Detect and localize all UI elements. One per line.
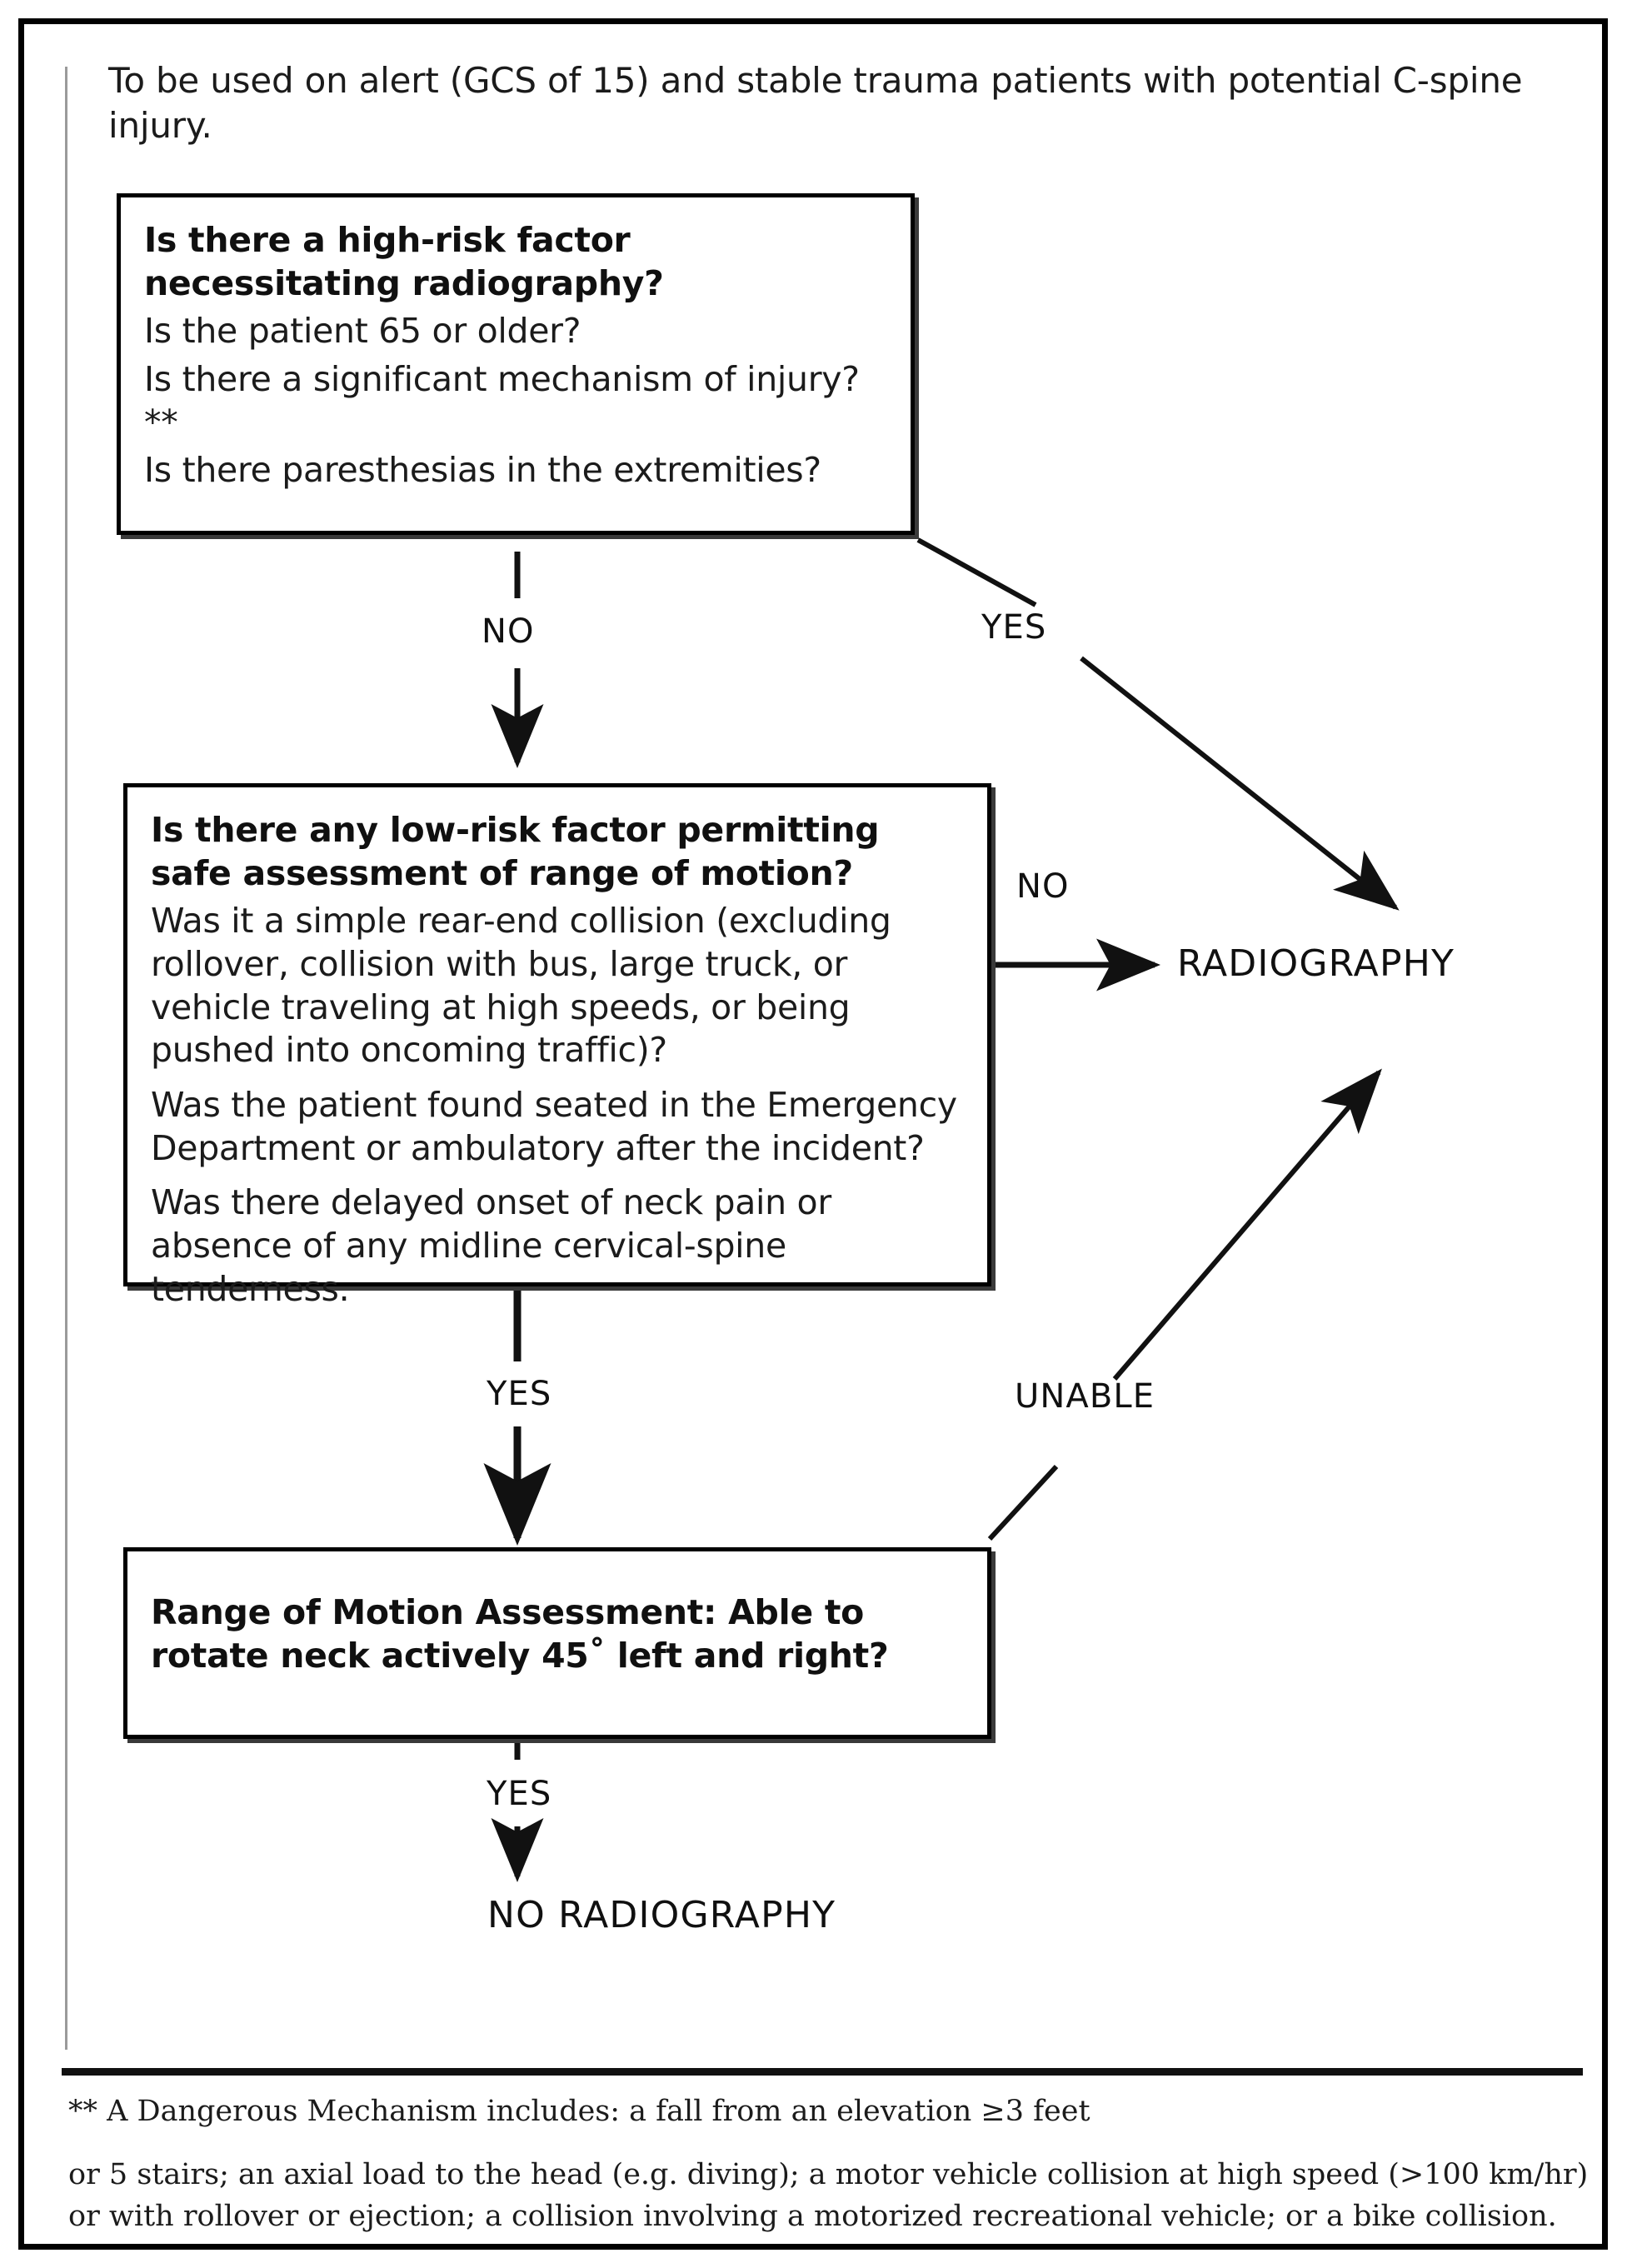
high-risk-criterion-1: Is the patient 65 or older? bbox=[144, 311, 581, 352]
range-of-motion-title: Range of Motion Assessment: Able to rota… bbox=[151, 1592, 889, 1676]
decision-box-range-of-motion[interactable]: Range of Motion Assessment: Able to rota… bbox=[123, 1547, 991, 1739]
low-risk-criterion-1: Was it a simple rear-end collision (excl… bbox=[151, 901, 891, 1071]
decision-box-low-risk[interactable]: Is there any low-risk factor permitting … bbox=[123, 783, 991, 1309]
page-border bbox=[18, 18, 1608, 2250]
footnote-divider bbox=[62, 2068, 1583, 2076]
edge-label-low-risk-yes: YES bbox=[487, 1375, 552, 1413]
footnote-line-1: ** A Dangerous Mechanism includes: a fal… bbox=[68, 2095, 1090, 2128]
edge-label-low-risk-no: NO bbox=[1016, 867, 1070, 906]
edge-label-rom-yes: YES bbox=[487, 1775, 552, 1813]
decision-box-high-risk[interactable]: Is there a high-risk factor necessitatin… bbox=[117, 193, 915, 535]
low-risk-criterion-3: Was there delayed onset of neck pain or … bbox=[151, 1182, 831, 1309]
terminal-radiography: RADIOGRAPHY bbox=[1177, 942, 1455, 985]
left-gutter-rule bbox=[65, 67, 67, 2050]
high-risk-criterion-3: Is there paresthesias in the extremities… bbox=[144, 450, 821, 491]
decision-box-range-of-motion-content: Range of Motion Assessment: Able to rota… bbox=[127, 1551, 987, 1696]
low-risk-title: Is there any low-risk factor permitting … bbox=[151, 810, 880, 893]
edge-label-rom-unable: UNABLE bbox=[1015, 1377, 1155, 1416]
decision-box-low-risk-content: Is there any low-risk factor permitting … bbox=[127, 787, 987, 1326]
high-risk-criterion-2: Is there a significant mechanism of inju… bbox=[144, 358, 860, 442]
low-risk-criterion-2: Was the patient found seated in the Emer… bbox=[151, 1084, 957, 1168]
edge-label-high-risk-no: NO bbox=[482, 612, 535, 651]
footnote-line-2: or 5 stairs; an axial load to the head (… bbox=[68, 2158, 1589, 2233]
high-risk-title: Is there a high-risk factor necessitatin… bbox=[144, 220, 664, 303]
terminal-no-radiography: NO RADIOGRAPHY bbox=[487, 1894, 836, 1936]
edge-label-high-risk-yes: YES bbox=[981, 608, 1047, 647]
decision-box-high-risk-content: Is there a high-risk factor necessitatin… bbox=[121, 197, 911, 507]
intro-text: To be used on alert (GCS of 15) and stab… bbox=[108, 60, 1523, 146]
